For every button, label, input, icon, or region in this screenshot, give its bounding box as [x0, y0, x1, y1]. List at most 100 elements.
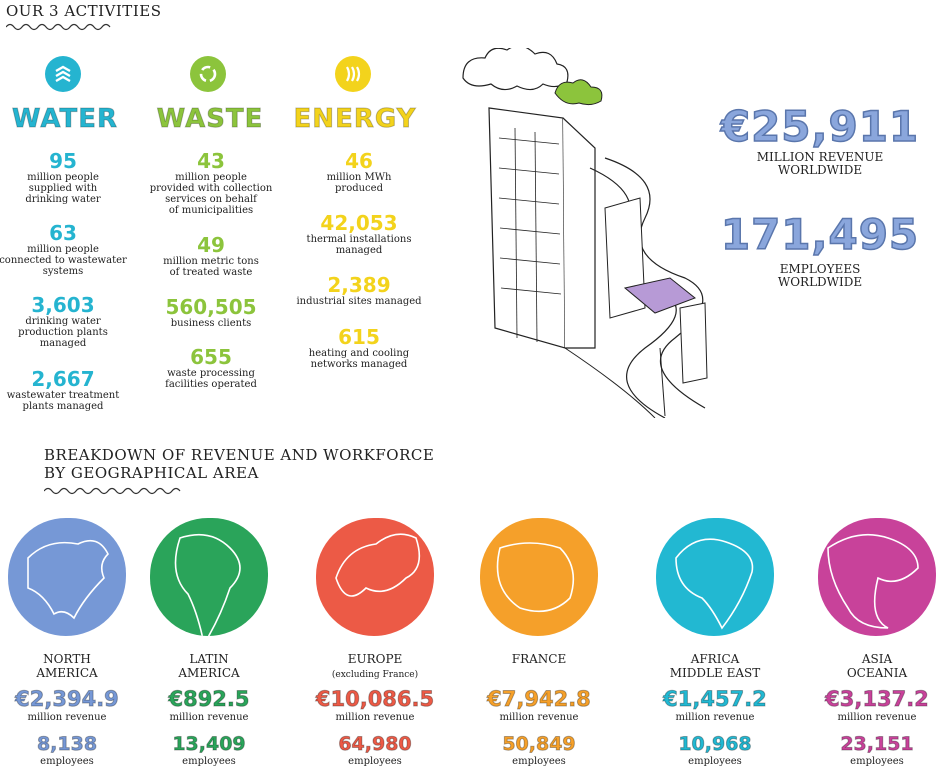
region-revenue: €10,086.5 — [315, 687, 435, 712]
total-employees-value: 171,495 — [720, 209, 920, 260]
region-name: NORTH AMERICA — [2, 652, 132, 686]
recycle-icon — [190, 56, 226, 92]
activity-title: WATER — [11, 104, 119, 135]
city-illustration — [462, 48, 708, 418]
region-employees: 50,849 — [502, 733, 576, 756]
stat-label: million people supplied with drinking wa… — [25, 172, 101, 205]
region-employees-unit: employees — [512, 756, 566, 767]
region-name: FRANCE — [474, 652, 604, 686]
region-employees: 10,968 — [678, 733, 752, 756]
stat-label: business clients — [170, 318, 252, 329]
stat-number: 46 — [345, 149, 373, 173]
squiggle-underline — [6, 23, 111, 31]
region-revenue: €1,457.2 — [663, 687, 768, 712]
activity-title: ENERGY — [293, 104, 417, 135]
stat-number: 42,053 — [320, 211, 398, 235]
region-revenue-unit: million revenue — [335, 712, 415, 723]
region-revenue-unit: million revenue — [499, 712, 579, 723]
globe-map-icon — [818, 518, 936, 636]
total-revenue-label: MILLION REVENUE WORLDWIDE — [756, 150, 884, 177]
stat-number: 560,505 — [165, 295, 257, 319]
region-employees-unit: employees — [182, 756, 236, 767]
region-revenue-unit: million revenue — [169, 712, 249, 723]
region-revenue-unit: million revenue — [837, 712, 917, 723]
stat-number: 49 — [197, 233, 225, 257]
stat-number: 3,603 — [31, 293, 95, 317]
region-name-text: AFRICA MIDDLE EAST — [669, 652, 761, 680]
region-employees-unit: employees — [348, 756, 402, 767]
stat-label: heating and cooling networks managed — [308, 348, 410, 370]
region-revenue: €3,137.2 — [825, 687, 930, 712]
region-employees-unit: employees — [40, 756, 94, 767]
region-name: LATIN AMERICA — [144, 652, 274, 686]
region-name-text: EUROPE — [347, 652, 403, 666]
region-subtitle: (excluding France) — [331, 670, 419, 680]
region-employees-unit: employees — [850, 756, 904, 767]
stat-label: million people provided with collection … — [149, 172, 273, 216]
region-name-text: ASIA OCEANIA — [846, 652, 908, 680]
total-employees-label: EMPLOYEES WORLDWIDE — [777, 262, 863, 289]
region-employees: 13,409 — [172, 733, 246, 756]
region-revenue: €892.5 — [168, 687, 250, 712]
region-employees: 64,980 — [338, 733, 412, 756]
page-title: OUR 3 ACTIVITIES — [6, 2, 162, 20]
stat-number: 615 — [338, 325, 380, 349]
globe-map-icon — [316, 518, 434, 636]
stat-label: drinking water production plants managed — [18, 316, 108, 349]
water-waves-icon — [45, 56, 81, 92]
stat-number: 95 — [49, 149, 77, 173]
stat-number: 63 — [49, 221, 77, 245]
stat-number: 2,389 — [327, 273, 391, 297]
breakdown-title: BREAKDOWN OF REVENUE AND WORKFORCE BY GE… — [44, 446, 435, 482]
stat-number: 2,667 — [31, 367, 95, 391]
energy-heat-icon — [335, 56, 371, 92]
globe-map-icon — [480, 518, 598, 636]
squiggle-underline — [44, 487, 181, 495]
region-employees: 23,151 — [840, 733, 914, 756]
stat-label: wastewater treatment plants managed — [6, 390, 120, 412]
region-revenue: €7,942.8 — [487, 687, 592, 712]
region-name-text: LATIN AMERICA — [178, 652, 240, 680]
stat-label: million metric tons of treated waste — [163, 256, 259, 278]
stat-label: million MWh produced — [326, 172, 392, 194]
globe-map-icon — [656, 518, 774, 636]
region-employees-unit: employees — [688, 756, 742, 767]
region-revenue: €2,394.9 — [15, 687, 120, 712]
region-name: EUROPE (excluding France) — [310, 652, 440, 686]
region-name-text: NORTH AMERICA — [36, 652, 98, 680]
globe-map-icon — [150, 518, 268, 636]
region-employees: 8,138 — [36, 733, 98, 756]
stat-label: industrial sites managed — [296, 296, 422, 307]
region-revenue-unit: million revenue — [675, 712, 755, 723]
globe-map-icon — [8, 518, 126, 636]
region-name: AFRICA MIDDLE EAST — [650, 652, 780, 686]
activity-title: WASTE — [156, 104, 264, 135]
region-revenue-unit: million revenue — [27, 712, 107, 723]
stat-number: 43 — [197, 149, 225, 173]
total-revenue-value: €25,911 — [720, 101, 920, 152]
stat-label: thermal installations managed — [306, 234, 412, 256]
stat-label: waste processing facilities operated — [165, 368, 257, 390]
stat-number: 655 — [190, 345, 232, 369]
region-name-text: FRANCE — [511, 652, 567, 666]
region-name: ASIA OCEANIA — [812, 652, 936, 686]
stat-label: million people connected to wastewater s… — [0, 244, 127, 277]
